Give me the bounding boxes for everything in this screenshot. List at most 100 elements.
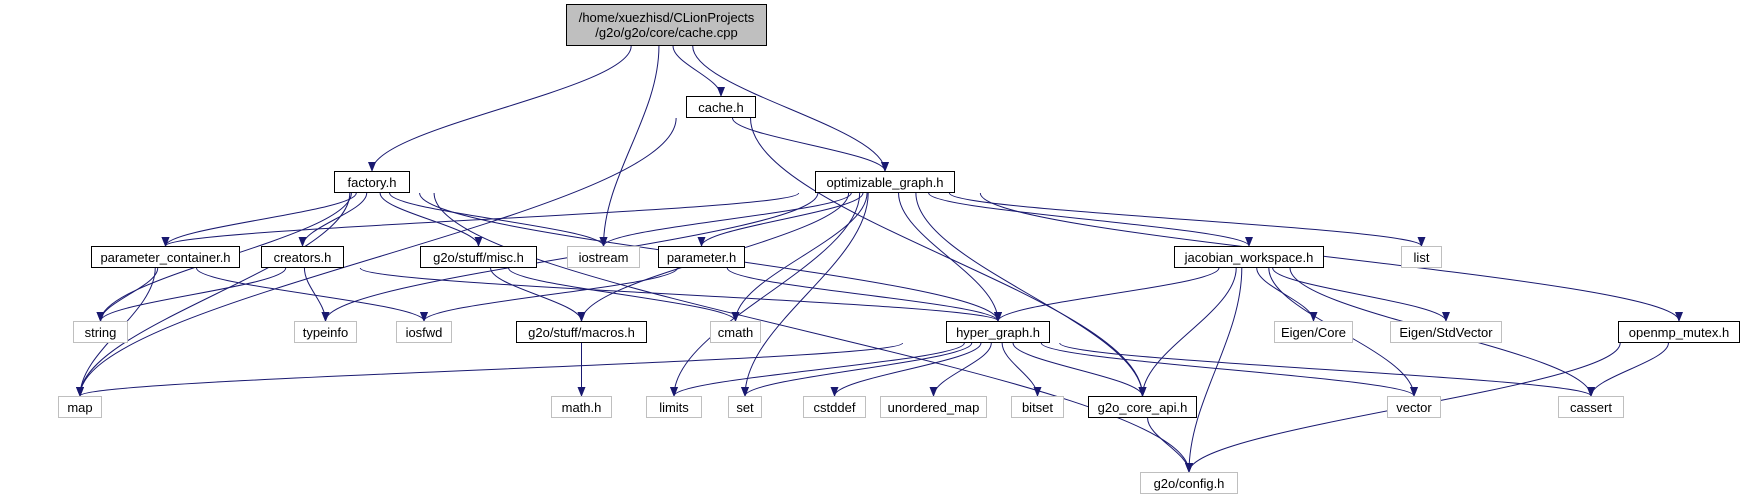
edge-optimizable_graph_h-to-iostream <box>599 192 852 247</box>
root-file-node: /home/xuezhisd/CLionProjects /g2o/g2o/co… <box>566 4 767 46</box>
edge-factory_h-to-config_h <box>433 192 1193 473</box>
node-list[interactable]: list <box>1401 246 1442 268</box>
edge-hyper_graph_h-to-unordered_map <box>929 342 992 397</box>
node-label: math.h <box>561 399 602 415</box>
node-label: limits <box>659 399 689 415</box>
node-iostream[interactable]: iostream <box>567 246 640 268</box>
node-g2o-core-api-h[interactable]: g2o_core_api.h <box>1088 396 1197 418</box>
node-label: cassert <box>1570 399 1612 415</box>
edge-parameter_container_h-to-string <box>96 267 159 322</box>
edge-misc_h-to-cmath <box>508 267 740 322</box>
edge-creators_h-to-typeinfo <box>303 267 330 322</box>
node-eigen-core[interactable]: Eigen/Core <box>1274 321 1353 343</box>
node-g2o-config-h[interactable]: g2o/config.h <box>1140 472 1238 494</box>
node-eigen-stdvector[interactable]: Eigen/StdVector <box>1390 321 1502 343</box>
edge-factory_h-to-iostream <box>389 192 608 247</box>
node-label: creators.h <box>273 249 332 265</box>
node-cache-h[interactable]: cache.h <box>686 96 756 118</box>
edge-hyper_graph_h-to-bitset <box>1001 342 1042 397</box>
node-label: hyper_graph.h <box>956 324 1040 340</box>
edge-openmp_mutex_h-to-cassert <box>1587 342 1669 397</box>
node-label: vector <box>1396 399 1432 415</box>
node-label: cstddef <box>813 399 856 415</box>
edge-hyper_graph_h-to-cassert <box>1059 342 1595 397</box>
edge-hyper_graph_h-to-cstddef <box>830 342 982 397</box>
edge-optimizable_graph_h-to-g2o_core_api_h <box>915 192 1147 397</box>
edge-optimizable_graph_h-to-parameter_h <box>697 192 864 247</box>
node-creators-h[interactable]: creators.h <box>261 246 344 268</box>
node-jacobian-workspace-h[interactable]: jacobian_workspace.h <box>1174 246 1324 268</box>
edge-jacobian_workspace_h-to-config_h <box>1185 267 1243 473</box>
node-cstddef[interactable]: cstddef <box>803 396 866 418</box>
node-label: g2o_core_api.h <box>1097 399 1188 415</box>
node-label: jacobian_workspace.h <box>1184 249 1314 265</box>
edge-misc_h-to-macros_h <box>490 267 586 322</box>
node-label: list <box>1413 249 1430 265</box>
node-label: factory.h <box>347 174 397 190</box>
node-unordered-map[interactable]: unordered_map <box>880 396 987 418</box>
edge-creators_h-to-string <box>96 267 287 322</box>
node-label: map <box>67 399 93 415</box>
node-optimizable-graph-h[interactable]: optimizable_graph.h <box>815 171 955 193</box>
node-label: typeinfo <box>302 324 349 340</box>
node-set[interactable]: set <box>728 396 762 418</box>
edge-optimizable_graph_h-to-list <box>948 192 1426 247</box>
edge-parameter_container_h-to-iosfwd <box>196 267 428 322</box>
node-cmath[interactable]: cmath <box>710 321 761 343</box>
edge-hyper_graph_h-to-map <box>76 342 904 397</box>
node-typeinfo[interactable]: typeinfo <box>294 321 357 343</box>
edge-hyper_graph_h-to-vector <box>1040 342 1418 397</box>
edge-optimizable_graph_h-to-cmath <box>731 192 868 322</box>
edge-factory_h-to-parameter_container_h <box>161 192 357 247</box>
node-label: unordered_map <box>887 399 980 415</box>
node-label: cmath <box>717 324 754 340</box>
node-bitset[interactable]: bitset <box>1011 396 1064 418</box>
edge-optimizable_graph_h-to-set <box>741 192 869 397</box>
edge-cache_h-to-map <box>76 117 677 397</box>
node-vector[interactable]: vector <box>1387 396 1441 418</box>
edge-creators_h-to-hyper_graph_h <box>359 267 1002 322</box>
edges <box>76 45 1683 473</box>
node-label: g2o/config.h <box>1153 475 1225 491</box>
node-limits[interactable]: limits <box>646 396 702 418</box>
node-label: g2o/stuff/misc.h <box>433 249 524 265</box>
node-openmp-mutex-h[interactable]: openmp_mutex.h <box>1618 321 1740 343</box>
edge-optimizable_graph_h-to-limits <box>670 192 861 397</box>
node-label: Eigen/Core <box>1280 324 1347 340</box>
node-label: cache.h <box>698 99 744 115</box>
node-g2o-stuff-misc-h[interactable]: g2o/stuff/misc.h <box>420 246 537 268</box>
root-path-line-1: /home/xuezhisd/CLionProjects <box>578 10 755 25</box>
node-label: g2o/stuff/macros.h <box>528 324 635 340</box>
edge-g2o_core_api_h-to-config_h <box>1147 417 1193 473</box>
node-label: optimizable_graph.h <box>826 174 944 190</box>
node-hyper-graph-h[interactable]: hyper_graph.h <box>946 321 1050 343</box>
node-label: string <box>84 324 117 340</box>
node-math-h[interactable]: math.h <box>551 396 612 418</box>
node-factory-h[interactable]: factory.h <box>334 171 410 193</box>
root-path-line-2: /g2o/g2o/core/cache.cpp <box>595 25 738 40</box>
edge-cache_h-to-optimizable_graph_h <box>731 117 889 172</box>
edge-parameter_h-to-hyper_graph_h <box>726 267 1002 322</box>
edge-factory_h-to-map <box>76 192 351 397</box>
edge-root-to-cache_h <box>672 45 725 97</box>
node-parameter-h[interactable]: parameter.h <box>658 246 745 268</box>
node-label: iostream <box>578 249 629 265</box>
node-iosfwd[interactable]: iosfwd <box>396 321 452 343</box>
node-g2o-stuff-macros-h[interactable]: g2o/stuff/macros.h <box>516 321 647 343</box>
node-label: iosfwd <box>405 324 443 340</box>
node-parameter-container-h[interactable]: parameter_container.h <box>91 246 240 268</box>
edge-root-to-factory_h <box>368 45 632 172</box>
node-label: set <box>736 399 754 415</box>
node-string[interactable]: string <box>73 321 128 343</box>
node-label: parameter_container.h <box>100 249 231 265</box>
edge-hyper_graph_h-to-set <box>741 342 973 397</box>
edge-parameter_h-to-iosfwd <box>420 267 678 322</box>
edge-jacobian_workspace_h-to-eigen_stdvector <box>1272 267 1450 322</box>
node-label: parameter.h <box>666 249 737 265</box>
node-map[interactable]: map <box>58 396 102 418</box>
edge-root-to-iostream <box>599 45 660 247</box>
edge-hyper_graph_h-to-g2o_core_api_h <box>1012 342 1147 397</box>
node-cassert[interactable]: cassert <box>1558 396 1624 418</box>
edge-cache_h-to-g2o_core_api_h <box>750 117 1147 397</box>
